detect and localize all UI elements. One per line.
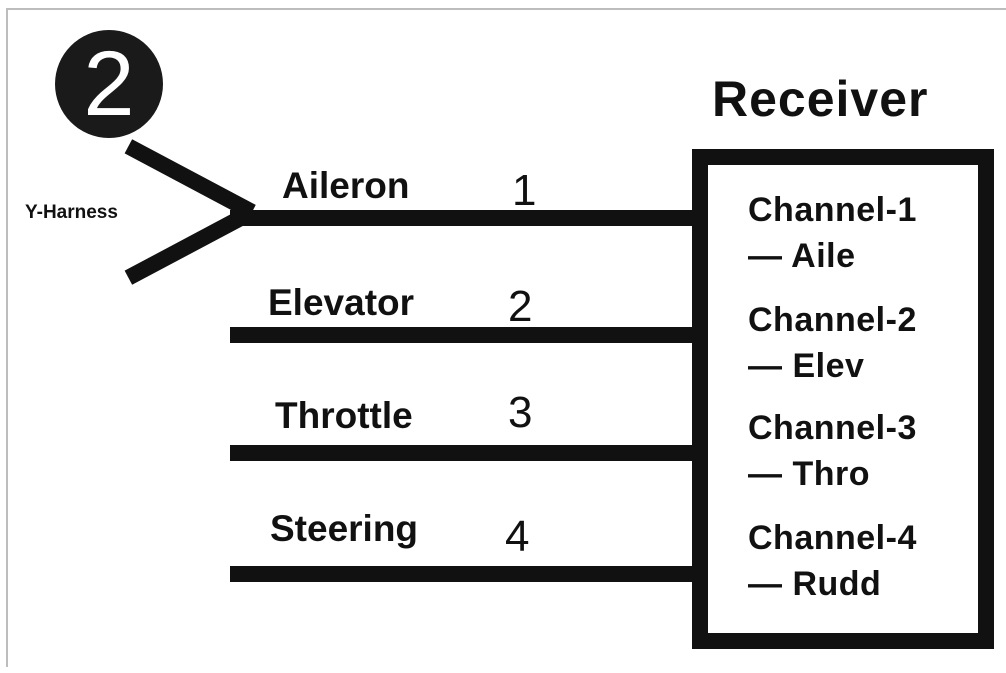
wire-elevator bbox=[230, 327, 700, 343]
receiver-title: Receiver bbox=[712, 71, 929, 127]
diagram-frame bbox=[6, 8, 1006, 667]
wire-number-2: 2 bbox=[508, 282, 533, 331]
step-number-badge: 2 bbox=[55, 30, 163, 138]
channel-3-name: Channel-3 bbox=[748, 409, 917, 447]
wire-steering bbox=[230, 566, 700, 582]
channel-3-function: — Thro bbox=[748, 455, 870, 493]
channel-1-function: — Aile bbox=[748, 237, 856, 275]
channel-2-function: — Elev bbox=[748, 347, 865, 385]
channel-4: Channel-4 — Rudd bbox=[748, 515, 917, 607]
wire-label-steering: Steering bbox=[270, 508, 419, 549]
channel-1-name: Channel-1 bbox=[748, 191, 917, 229]
wire-aileron bbox=[230, 210, 700, 226]
wire-label-aileron: Aileron bbox=[282, 165, 410, 206]
receiver-box: Channel-1 — Aile Channel-2 — Elev Channe… bbox=[692, 149, 994, 649]
wire-number-1: 1 bbox=[512, 166, 537, 215]
wire-throttle bbox=[230, 445, 700, 461]
channel-2: Channel-2 — Elev bbox=[748, 297, 917, 389]
wire-label-throttle: Throttle bbox=[275, 395, 413, 436]
channel-2-name: Channel-2 bbox=[748, 301, 917, 339]
wire-number-4: 4 bbox=[505, 512, 530, 561]
channel-3: Channel-3 — Thro bbox=[748, 405, 917, 497]
y-harness-label: Y-Harness bbox=[25, 202, 118, 223]
channel-4-name: Channel-4 bbox=[748, 519, 917, 557]
channel-1: Channel-1 — Aile bbox=[748, 187, 917, 279]
wire-label-elevator: Elevator bbox=[268, 282, 415, 323]
channel-4-function: — Rudd bbox=[748, 565, 882, 603]
wire-number-3: 3 bbox=[508, 388, 533, 437]
